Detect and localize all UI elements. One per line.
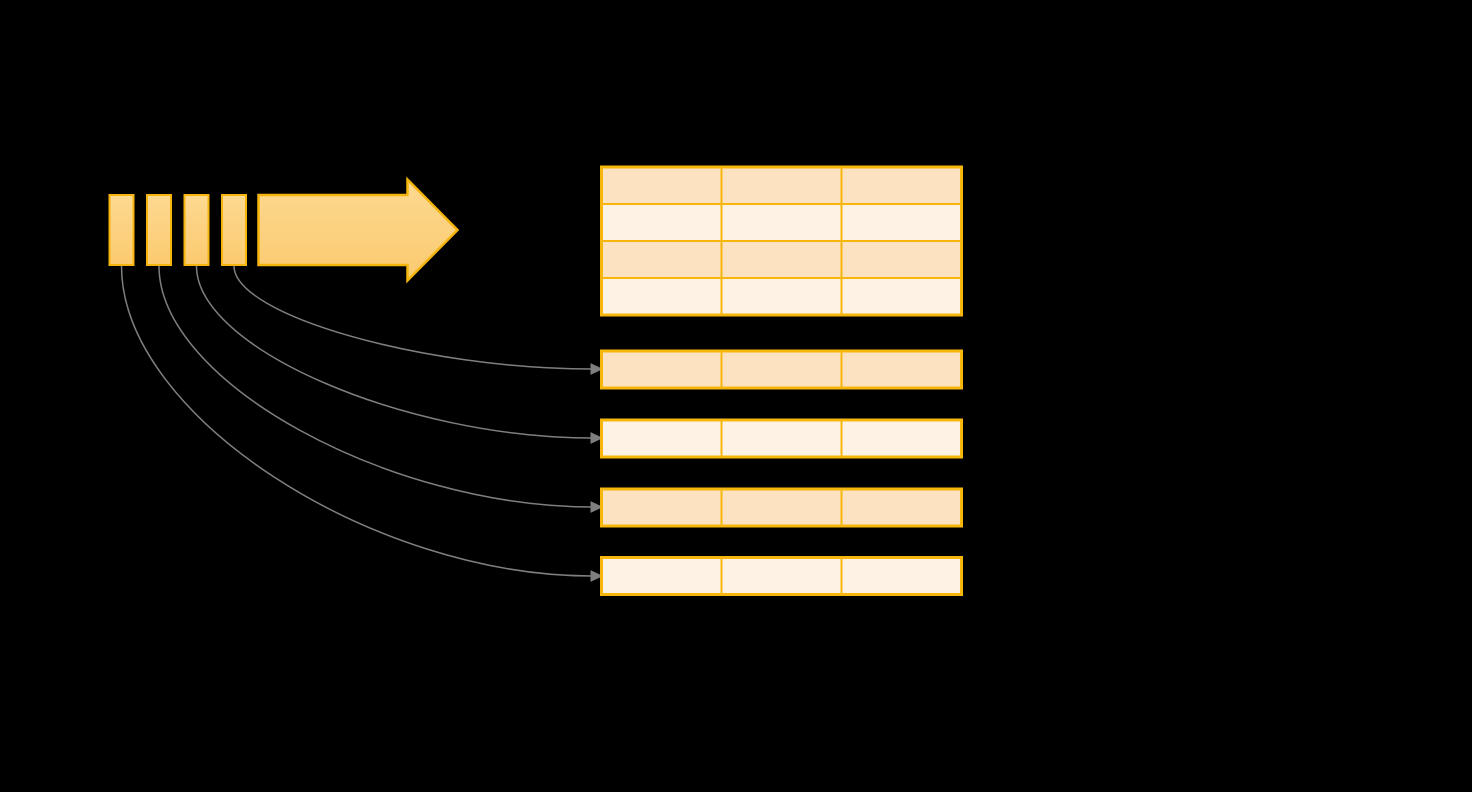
log-segment-3 bbox=[183, 194, 210, 266]
row-table-4-cell-2 bbox=[720, 556, 843, 596]
full-table-cell-r1c2 bbox=[720, 166, 843, 205]
full-table-cell-r2c2 bbox=[720, 203, 843, 242]
row-table-4-cell-3 bbox=[840, 556, 963, 596]
row-table-1-cell-2 bbox=[720, 350, 843, 389]
row-table-1-cell-3 bbox=[840, 350, 963, 389]
connector-arrowhead-4 bbox=[590, 570, 603, 582]
connector-segment1-to-table4 bbox=[120, 265, 593, 577]
connector-arrowhead-1 bbox=[590, 363, 603, 375]
full-table-cell-r4c2 bbox=[720, 277, 843, 316]
log-segment-4 bbox=[221, 194, 247, 266]
row-table-4-cell-1 bbox=[600, 556, 723, 596]
full-table-cell-r3c1 bbox=[600, 240, 723, 279]
connector-segment4-to-table1 bbox=[233, 265, 593, 370]
full-table-cell-r4c3 bbox=[840, 277, 963, 316]
row-table-3-cell-2 bbox=[720, 488, 843, 527]
row-table-1-outer-border bbox=[600, 349, 963, 390]
row-table-2-outer-border bbox=[600, 418, 963, 459]
connector-arrowhead-2 bbox=[590, 432, 603, 444]
full-table-cell-r1c3 bbox=[840, 166, 963, 205]
connectors bbox=[120, 265, 593, 577]
row-table-3-cell-3 bbox=[840, 488, 963, 527]
full-table-outer-border bbox=[600, 165, 963, 317]
connector-arrowhead-3 bbox=[590, 501, 603, 513]
full-table-cell-r3c2 bbox=[720, 240, 843, 279]
log-segment-1 bbox=[108, 194, 135, 266]
full-table-cell-r3c3 bbox=[840, 240, 963, 279]
full-table-cell-r4c1 bbox=[600, 277, 723, 316]
row-table-2-cell-1 bbox=[600, 419, 723, 458]
full-table-cell-r2c3 bbox=[840, 203, 963, 242]
full-table-cell-r2c1 bbox=[600, 203, 723, 242]
connector-arrowheads bbox=[590, 363, 603, 582]
log-segments bbox=[108, 194, 247, 266]
row-table-3-cell-1 bbox=[600, 488, 723, 527]
row-table-2-cell-3 bbox=[840, 419, 963, 458]
row-table-2-cell-2 bbox=[720, 419, 843, 458]
row-table-3 bbox=[600, 487, 963, 528]
row-table-1 bbox=[600, 349, 963, 390]
row-table-3-outer-border bbox=[600, 487, 963, 528]
connector-segment3-to-table2 bbox=[195, 265, 593, 439]
row-table-4 bbox=[600, 556, 963, 596]
row-table-1-cell-1 bbox=[600, 350, 723, 389]
connector-segment2-to-table3 bbox=[158, 265, 593, 508]
log-segment-2 bbox=[146, 194, 172, 266]
row-table-2 bbox=[600, 418, 963, 459]
full-table bbox=[600, 165, 963, 317]
row-table-4-outer-border bbox=[600, 556, 963, 596]
log-arrow bbox=[257, 176, 460, 284]
full-table-cell-r1c1 bbox=[600, 166, 723, 205]
